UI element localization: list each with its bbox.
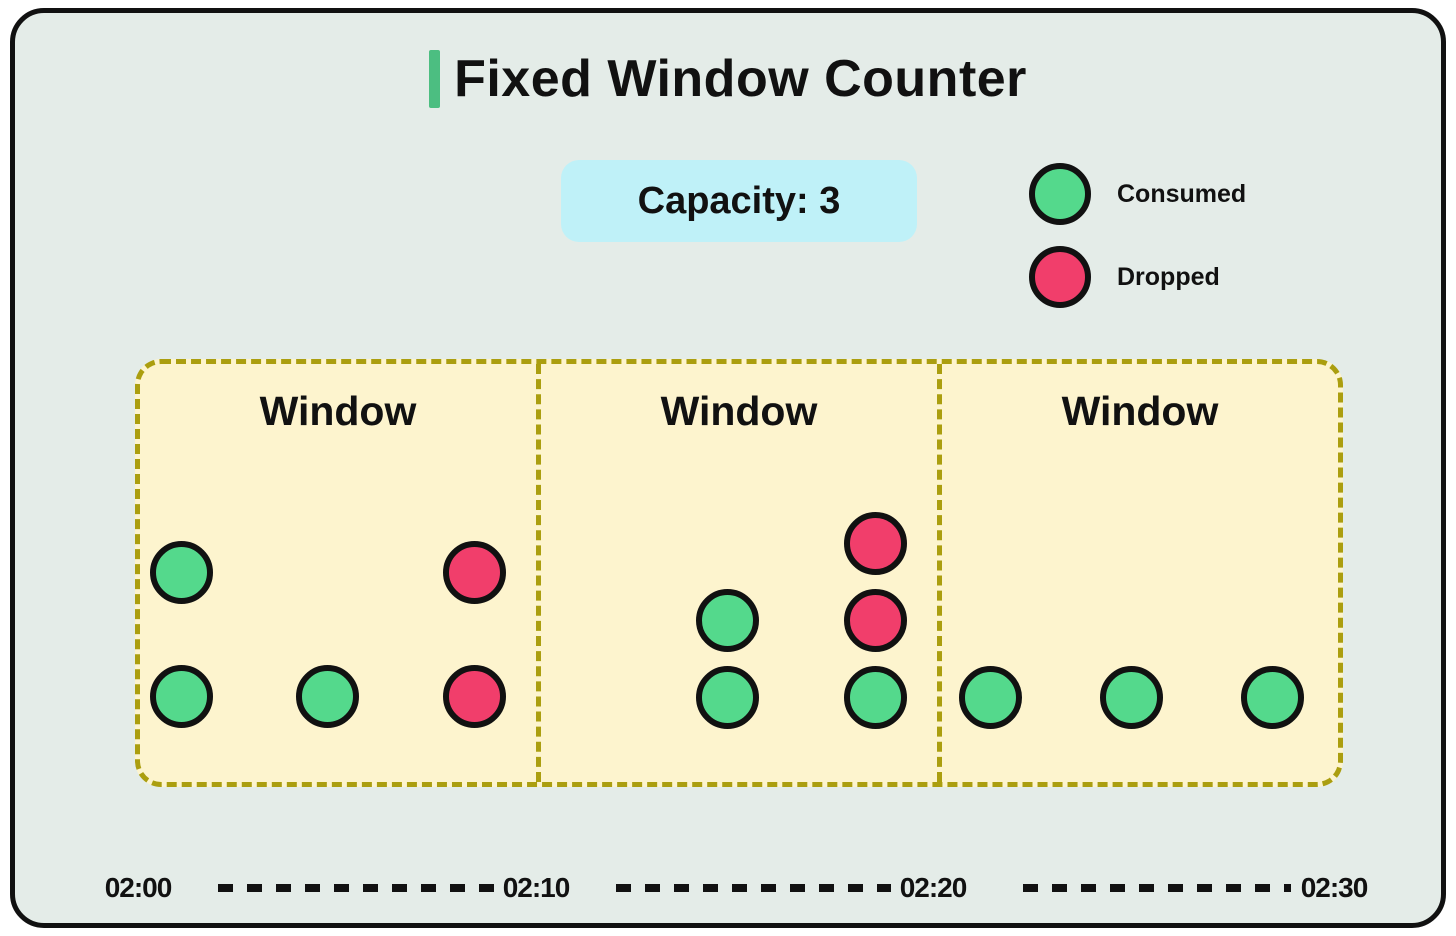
title-accent-bar-icon xyxy=(429,50,441,108)
consumed-request-dot xyxy=(1099,665,1163,729)
timeline-dash-segment xyxy=(1023,884,1291,892)
consumed-request-dot xyxy=(149,664,213,728)
consumed-request-dot xyxy=(843,665,907,729)
window-pane-3: Window xyxy=(937,364,1338,782)
consumed-request-dot xyxy=(695,665,759,729)
timeline-label-0220: 02:20 xyxy=(899,872,968,903)
timeline-label-0200: 02:00 xyxy=(104,872,173,903)
dropped-request-dot xyxy=(843,511,907,575)
timeline-dash-segment xyxy=(616,884,891,892)
window-title-2: Window xyxy=(660,388,818,434)
legend-item-dropped: Dropped xyxy=(1029,246,1246,308)
consumed-request-dot xyxy=(958,665,1022,729)
capacity-badge: Capacity: 3 xyxy=(561,160,917,242)
dropped-request-dot xyxy=(442,664,506,728)
dropped-request-dot xyxy=(843,588,907,652)
diagram-frame: Fixed Window Counter Capacity: 3 Consume… xyxy=(10,8,1446,928)
legend-label-consumed: Consumed xyxy=(1117,179,1247,208)
window-title-3: Window xyxy=(1061,388,1219,434)
window-title-1: Window xyxy=(259,388,417,434)
legend-label-dropped: Dropped xyxy=(1117,262,1220,291)
consumed-request-dot xyxy=(695,588,759,652)
consumed-request-dot xyxy=(149,540,213,604)
consumed-request-dot xyxy=(1240,665,1304,729)
legend-item-consumed: Consumed xyxy=(1029,163,1246,225)
page-title: Fixed Window Counter xyxy=(454,50,1027,108)
timeline-label-0210: 02:10 xyxy=(502,872,571,903)
timeline-label-0230: 02:30 xyxy=(1300,872,1369,903)
window-pane-2: Window xyxy=(536,364,937,782)
window-pane-1: Window xyxy=(140,364,536,782)
timeline-dash-segment xyxy=(218,884,497,892)
legend: Consumed Dropped xyxy=(1029,163,1246,308)
consumed-dot-icon xyxy=(1029,163,1091,225)
dropped-request-dot xyxy=(442,540,506,604)
dropped-dot-icon xyxy=(1029,246,1091,308)
title-row: Fixed Window Counter xyxy=(15,49,1441,109)
consumed-request-dot xyxy=(295,664,359,728)
capacity-label: Capacity: 3 xyxy=(637,179,841,222)
